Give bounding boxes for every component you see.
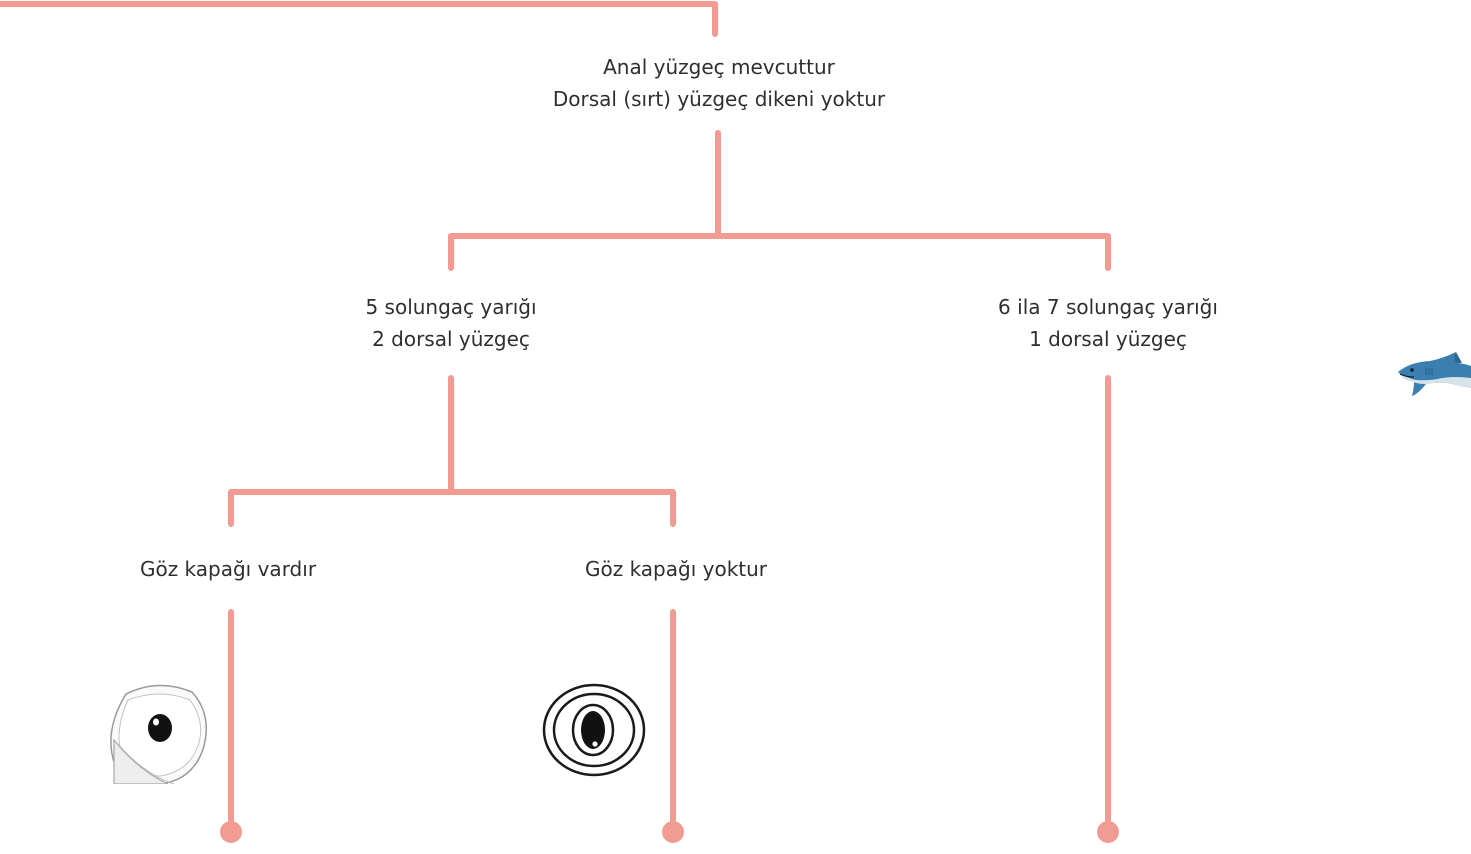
no-eyelid-eye-icon [542, 683, 646, 777]
node-left-right-label: Göz kapağı yoktur [585, 553, 767, 585]
shark-icon [1398, 352, 1471, 396]
node-left-line2: 2 dorsal yüzgeç [372, 327, 530, 351]
node-right-line2: 1 dorsal yüzgeç [1029, 327, 1187, 351]
top-connector [0, 1, 718, 37]
node-left-label: 5 solungaç yarığı 2 dorsal yüzgeç [365, 291, 536, 355]
node-root-line2: Dorsal (sırt) yüzgeç dikeni yoktur [552, 87, 886, 111]
node-left-right-line1: Göz kapağı yoktur [584, 557, 768, 581]
node-root-label: Anal yüzgeç mevcuttur Dorsal (sırt) yüzg… [553, 51, 885, 115]
node-left-left-line1: Göz kapağı vardır [139, 557, 317, 581]
endpoint-dot [662, 821, 684, 843]
root-branch [448, 233, 1111, 271]
left-branch [228, 489, 676, 527]
node-left-left-label: Göz kapağı vardır [140, 553, 316, 585]
node-right-label: 6 ila 7 solungaç yarığı 1 dorsal yüzgeç [998, 291, 1218, 355]
node-root-line1: Anal yüzgeç mevcuttur [603, 55, 835, 79]
eyelid-eye-icon [110, 684, 207, 784]
endpoints [220, 821, 1119, 843]
node-left-line1: 5 solungaç yarığı [365, 295, 537, 319]
endpoint-dot [220, 821, 242, 843]
endpoint-dot [1097, 821, 1119, 843]
node-right-line1: 6 ila 7 solungaç yarığı [998, 295, 1218, 319]
connector-lines [0, 1, 1111, 835]
